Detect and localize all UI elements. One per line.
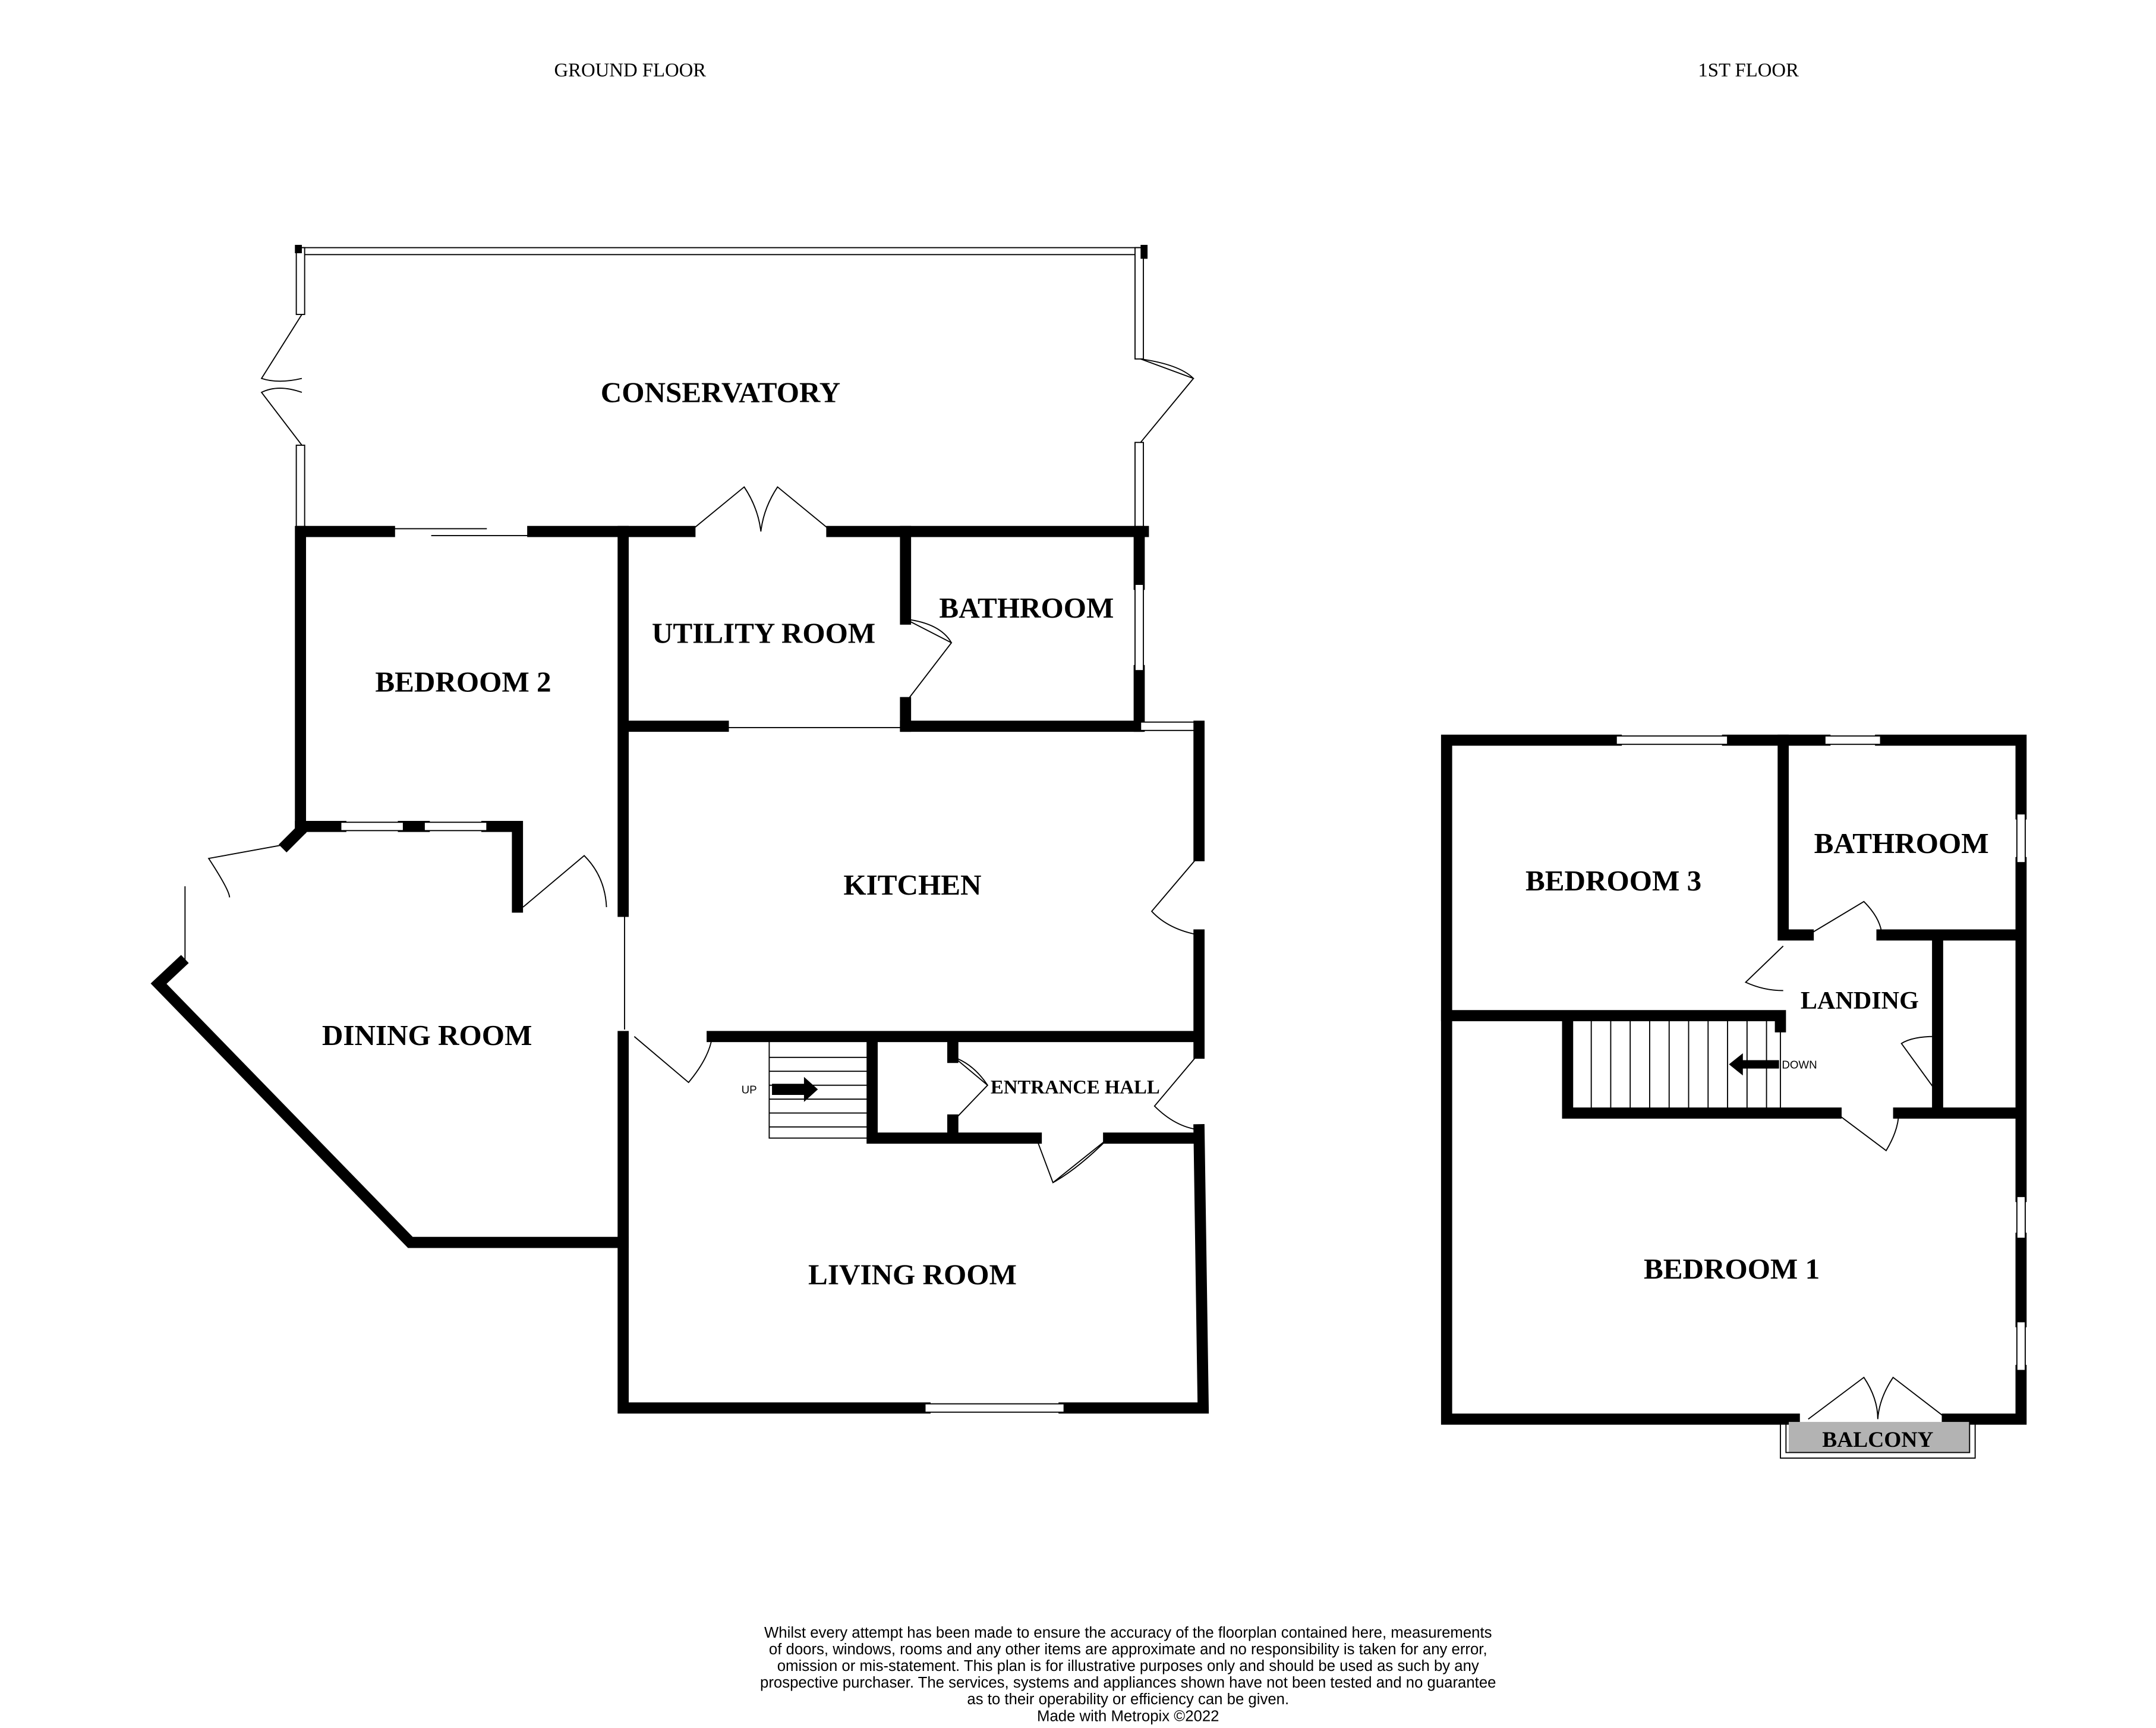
wall xyxy=(1441,734,2027,1425)
french-door xyxy=(689,486,833,532)
room-label: LANDING xyxy=(1801,987,1919,1015)
door-swing xyxy=(260,314,302,446)
credit-line: Made with Metropix ©2022 xyxy=(1037,1708,1219,1724)
wall xyxy=(295,820,524,913)
stairs-up-arrow-icon xyxy=(772,1077,818,1102)
conservatory-glazing-right xyxy=(1134,442,1144,530)
window xyxy=(1824,735,1881,745)
first-floor-plan: DOWN BEDROOM 3 BATHROOM LANDING BEDROOM … xyxy=(1441,734,2027,1459)
door-swing xyxy=(184,843,286,961)
stairs-down-arrow-icon xyxy=(1729,1053,1779,1076)
room-label: LIVING ROOM xyxy=(808,1258,1017,1291)
wall xyxy=(1441,734,2023,1119)
door-swing xyxy=(1808,901,1883,936)
first-floor-title: 1ST FLOOR xyxy=(1698,60,1799,81)
window xyxy=(1615,735,1728,745)
stairs-down-label: DOWN xyxy=(1782,1059,1817,1071)
window xyxy=(423,821,488,832)
door-swing xyxy=(1900,1035,1936,1090)
wall xyxy=(866,1035,1205,1144)
room-label: BEDROOM 3 xyxy=(1525,864,1701,897)
room-label: ENTRANCE HALL xyxy=(991,1077,1160,1099)
conservatory-glazing-right xyxy=(1134,247,1144,360)
disclaimer: Whilst every attempt has been made to en… xyxy=(760,1625,1496,1724)
disclaimer-line: Whilst every attempt has been made to en… xyxy=(764,1625,1492,1641)
disclaimer-line: as to their operability or efficiency ca… xyxy=(967,1691,1289,1708)
disclaimer-line: omission or mis-statement. This plan is … xyxy=(777,1658,1479,1675)
wall xyxy=(150,955,629,1248)
french-door xyxy=(1808,1376,1948,1420)
room-label: BALCONY xyxy=(1822,1428,1933,1452)
door-swing xyxy=(1140,358,1194,443)
door-swing xyxy=(633,1036,713,1084)
door-swing xyxy=(1035,1137,1109,1184)
room-label: KITCHEN xyxy=(843,868,981,901)
room-label: BATHROOM xyxy=(939,591,1114,624)
window xyxy=(2016,1195,2026,1239)
disclaimer-line: prospective purchaser. The services, sys… xyxy=(760,1675,1496,1691)
window xyxy=(1134,584,1144,672)
conservatory-glazing-top xyxy=(298,247,1144,256)
room-label: CONSERVATORY xyxy=(601,376,840,408)
door-swing xyxy=(905,618,953,703)
balcony-railing xyxy=(1780,1419,1976,1459)
balcony xyxy=(1789,1422,1970,1453)
room-label: DINING ROOM xyxy=(322,1019,532,1052)
staircase xyxy=(768,1040,870,1139)
door-swing xyxy=(1153,1053,1200,1131)
wall xyxy=(617,1124,1209,1414)
wall xyxy=(278,824,307,852)
sliding-door xyxy=(389,528,533,537)
ground-floor-title: GROUND FLOOR xyxy=(554,60,707,81)
post xyxy=(295,244,302,253)
disclaimer-line: of doors, windows, rooms and any other i… xyxy=(769,1641,1487,1658)
door-swing xyxy=(1744,945,1784,992)
room-label: UTILITY ROOM xyxy=(652,616,875,649)
window xyxy=(340,821,404,832)
window xyxy=(924,1403,1065,1413)
window xyxy=(1140,721,1200,731)
conservatory-glazing-left xyxy=(295,247,305,315)
stairs-up-label: UP xyxy=(742,1084,757,1096)
room-label: BATHROOM xyxy=(1814,827,1989,860)
post xyxy=(1140,244,1148,259)
ground-floor-plan: UP CONSERVATORY UTILITY ROOM BATHROOM BE… xyxy=(150,244,1209,1414)
door-swing xyxy=(522,855,607,908)
room-label: BEDROOM 2 xyxy=(375,665,551,698)
door-swing xyxy=(1836,1112,1899,1152)
door-swing xyxy=(1151,855,1200,936)
window xyxy=(2016,1321,2026,1371)
room-label: BEDROOM 1 xyxy=(1644,1252,1820,1285)
door-swing xyxy=(954,1056,989,1120)
window xyxy=(2016,813,2026,864)
conservatory-glazing-left xyxy=(295,445,305,530)
